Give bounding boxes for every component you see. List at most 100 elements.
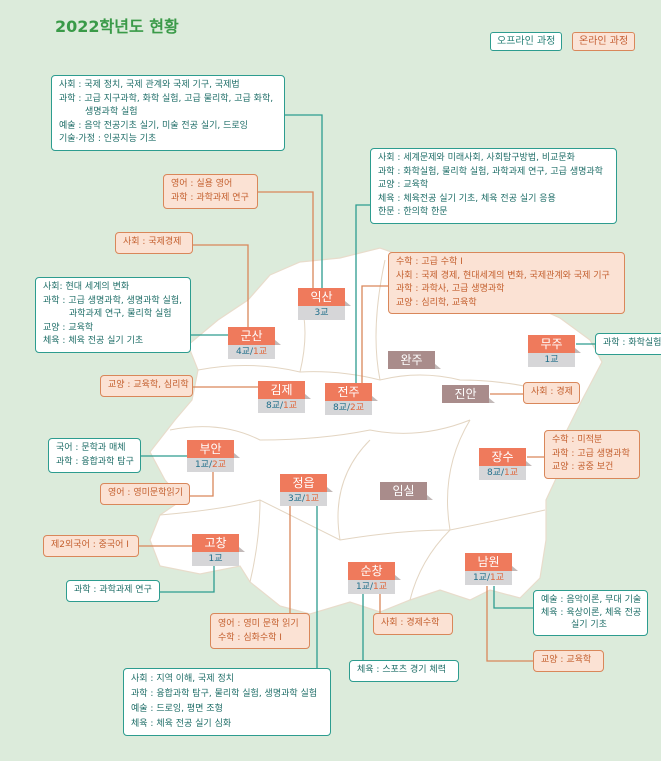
course-line: 생명과학 실험 (85, 107, 138, 117)
online-count: 1교 (504, 468, 519, 478)
course-line: 과학 : 고급 지구과학, 화학 실험, 고급 물리학, 고급 화학, (59, 93, 274, 104)
offline-count: 1교 (544, 355, 559, 365)
school-count: 8교/2교 (325, 401, 372, 415)
region-sunchang: 순창 1교/1교 (348, 562, 401, 594)
gimje-online-courses: 교양 : 교육학, 심리학 (100, 375, 193, 397)
region-jangsu: 장수 8교/1교 (479, 448, 532, 480)
region-gimje: 김제 8교/1교 (258, 381, 311, 413)
jeongeup-online-courses: 영어 : 영미 문학 읽기 수학 : 심화수학 Ⅰ (210, 613, 310, 649)
course-line: 교양 : 심리학, 교육학 (396, 297, 477, 308)
offline-count: 8교 (265, 401, 280, 411)
gunsan-offline-courses: 사회: 현대 세계의 변화 과학 : 고급 생명과학, 생명과학 실험, 과학과… (35, 277, 191, 353)
region-name: 김제 (258, 381, 311, 399)
offline-count: 4교 (235, 347, 250, 357)
region-name: 남원 (465, 553, 518, 571)
region-name: 완주 (388, 351, 441, 369)
course-line: 사회 : 국제경제 (123, 237, 182, 247)
course-line: 교양 : 공중 보건 (552, 462, 614, 472)
course-line: 사회: 현대 세계의 변화 (43, 282, 130, 292)
region-name: 전주 (325, 383, 378, 401)
region-jinan: 진안 (442, 385, 495, 403)
course-line: 과학 : 융합과학 탐구, 물리학 실험, 생명과학 실험 (131, 689, 318, 699)
sunchang-offline-courses: 체육 : 스포츠 경기 체력 (349, 660, 459, 682)
region-buan: 부안 1교/2교 (187, 440, 240, 472)
school-count: 3교/1교 (280, 492, 327, 506)
school-count: 3교 (298, 306, 345, 320)
sunchang-online-courses: 사회 : 경제수학 (373, 613, 453, 635)
school-count: 1교 (528, 353, 575, 367)
online-count: 2교 (350, 403, 365, 413)
course-line: 기술·가정 : 인공지능 기초 (59, 134, 157, 144)
course-line: 사회 : 경제수학 (381, 618, 440, 628)
course-line: 한문 : 한의학 한문 (378, 207, 448, 217)
course-line: 교양 : 교육학 (43, 322, 94, 333)
region-name: 순창 (348, 562, 401, 580)
school-count: 1교/1교 (465, 571, 512, 585)
course-line: 체육 : 체육 전공 실기 심화 (131, 719, 232, 729)
course-line: 영어 : 영미문학읽기 (108, 488, 183, 498)
course-line: 사회 : 지역 이해, 국제 정치 (131, 674, 234, 684)
course-line: 영어 : 영미 문학 읽기 (218, 619, 299, 629)
gochang-offline-courses: 과학 : 과학과제 연구 (66, 580, 160, 602)
course-line: 국어 : 문학과 매체 (56, 443, 126, 453)
offline-count: 8교 (486, 468, 501, 478)
course-line: 영어 : 실용 영어 (171, 179, 233, 189)
region-name: 무주 (528, 335, 581, 353)
legend-offline: 오프라인 과정 (490, 32, 563, 51)
course-line: 체육 : 체육전공 실기 기초, 체육 전공 실기 응용 (378, 193, 556, 204)
region-imsil: 임실 (380, 482, 433, 500)
offline-count: 1교 (355, 582, 370, 592)
namwon-offline-courses: 예술 : 음악이론, 무대 기술 체육 : 육상이론, 체육 전공 실기 기초 (533, 590, 648, 636)
offline-count: 3교 (287, 494, 302, 504)
course-line: 과학 : 고급 생명과학, 생명과학 실험, (43, 295, 182, 306)
course-line: 교양 : 교육학, 심리학 (108, 380, 189, 390)
course-line: 과학 : 과학과제 연구 (171, 192, 249, 203)
legend-online: 온라인 과정 (572, 32, 636, 51)
course-line: 예술 : 음악 전공기초 실기, 미술 전공 실기, 드로잉 (59, 120, 248, 131)
online-count: 1교 (490, 573, 505, 583)
school-count: 8교/1교 (479, 466, 526, 480)
course-line: 수학 : 고급 수학 Ⅰ (396, 257, 463, 267)
region-wanju: 완주 (388, 351, 441, 369)
gochang-online-courses: 제2외국어 : 중국어 Ⅰ (43, 535, 139, 557)
jeongeup-offline-courses: 사회 : 지역 이해, 국제 정치 과학 : 융합과학 탐구, 물리학 실험, … (123, 668, 331, 736)
page-title: 2022학년도 현황 (55, 17, 179, 36)
offline-count: 1교 (194, 460, 209, 470)
region-gunsan: 군산 4교/1교 (228, 327, 281, 359)
muju-offline-courses: 과학 : 화학실험 (595, 333, 661, 355)
region-namwon: 남원 1교/1교 (465, 553, 518, 585)
jangsu-online-courses: 수학 : 미적분 과학 : 고급 생명과학 교양 : 공중 보건 (544, 430, 640, 479)
school-count: 1교 (192, 552, 239, 566)
course-line: 과학 : 과학과제 연구 (74, 585, 152, 595)
region-name: 익산 (298, 288, 351, 306)
course-line: 예술 : 드로잉, 평면 조형 (131, 704, 223, 714)
region-jeongeup: 정읍 3교/1교 (280, 474, 333, 506)
online-count: 1교 (253, 347, 268, 357)
region-name: 장수 (479, 448, 532, 466)
school-count: 1교/1교 (348, 580, 395, 594)
jeonju-online-courses: 수학 : 고급 수학 Ⅰ 사회 : 국제 경제, 현대세계의 변화, 국제관계와… (388, 252, 625, 314)
online-count: 1교 (373, 582, 388, 592)
online-count: 1교 (283, 401, 298, 411)
region-name: 정읍 (280, 474, 333, 492)
region-jeonju: 전주 8교/2교 (325, 383, 378, 415)
course-line: 과학 : 고급 생명과학 (552, 448, 630, 459)
namwon-online-courses: 교양 : 교육학 (533, 650, 604, 672)
school-count: 4교/1교 (228, 345, 275, 359)
region-name: 진안 (442, 385, 495, 403)
course-line: 제2외국어 : 중국어 Ⅰ (51, 540, 129, 550)
course-line: 사회 : 국제 정치, 국제 관계와 국제 기구, 국제법 (59, 80, 240, 90)
jeonju-offline-courses: 사회 : 세계문제와 미래사회, 사회탐구방법, 비교문화 과학 : 화학실험,… (370, 148, 617, 224)
online-count: 1교 (305, 494, 320, 504)
offline-count: 1교 (208, 554, 223, 564)
course-line: 실기 기초 (571, 620, 607, 630)
online-count: 2교 (212, 460, 227, 470)
course-line: 과학과제 연구, 물리학 실험 (69, 309, 172, 319)
course-line: 체육 : 육상이론, 체육 전공 (541, 607, 642, 618)
course-line: 수학 : 미적분 (552, 435, 603, 445)
course-line: 예술 : 음악이론, 무대 기술 (541, 595, 642, 605)
jinan-online-courses: 사회 : 경제 (523, 382, 580, 404)
course-line: 사회 : 세계문제와 미래사회, 사회탐구방법, 비교문화 (378, 153, 575, 163)
offline-count: 1교 (472, 573, 487, 583)
